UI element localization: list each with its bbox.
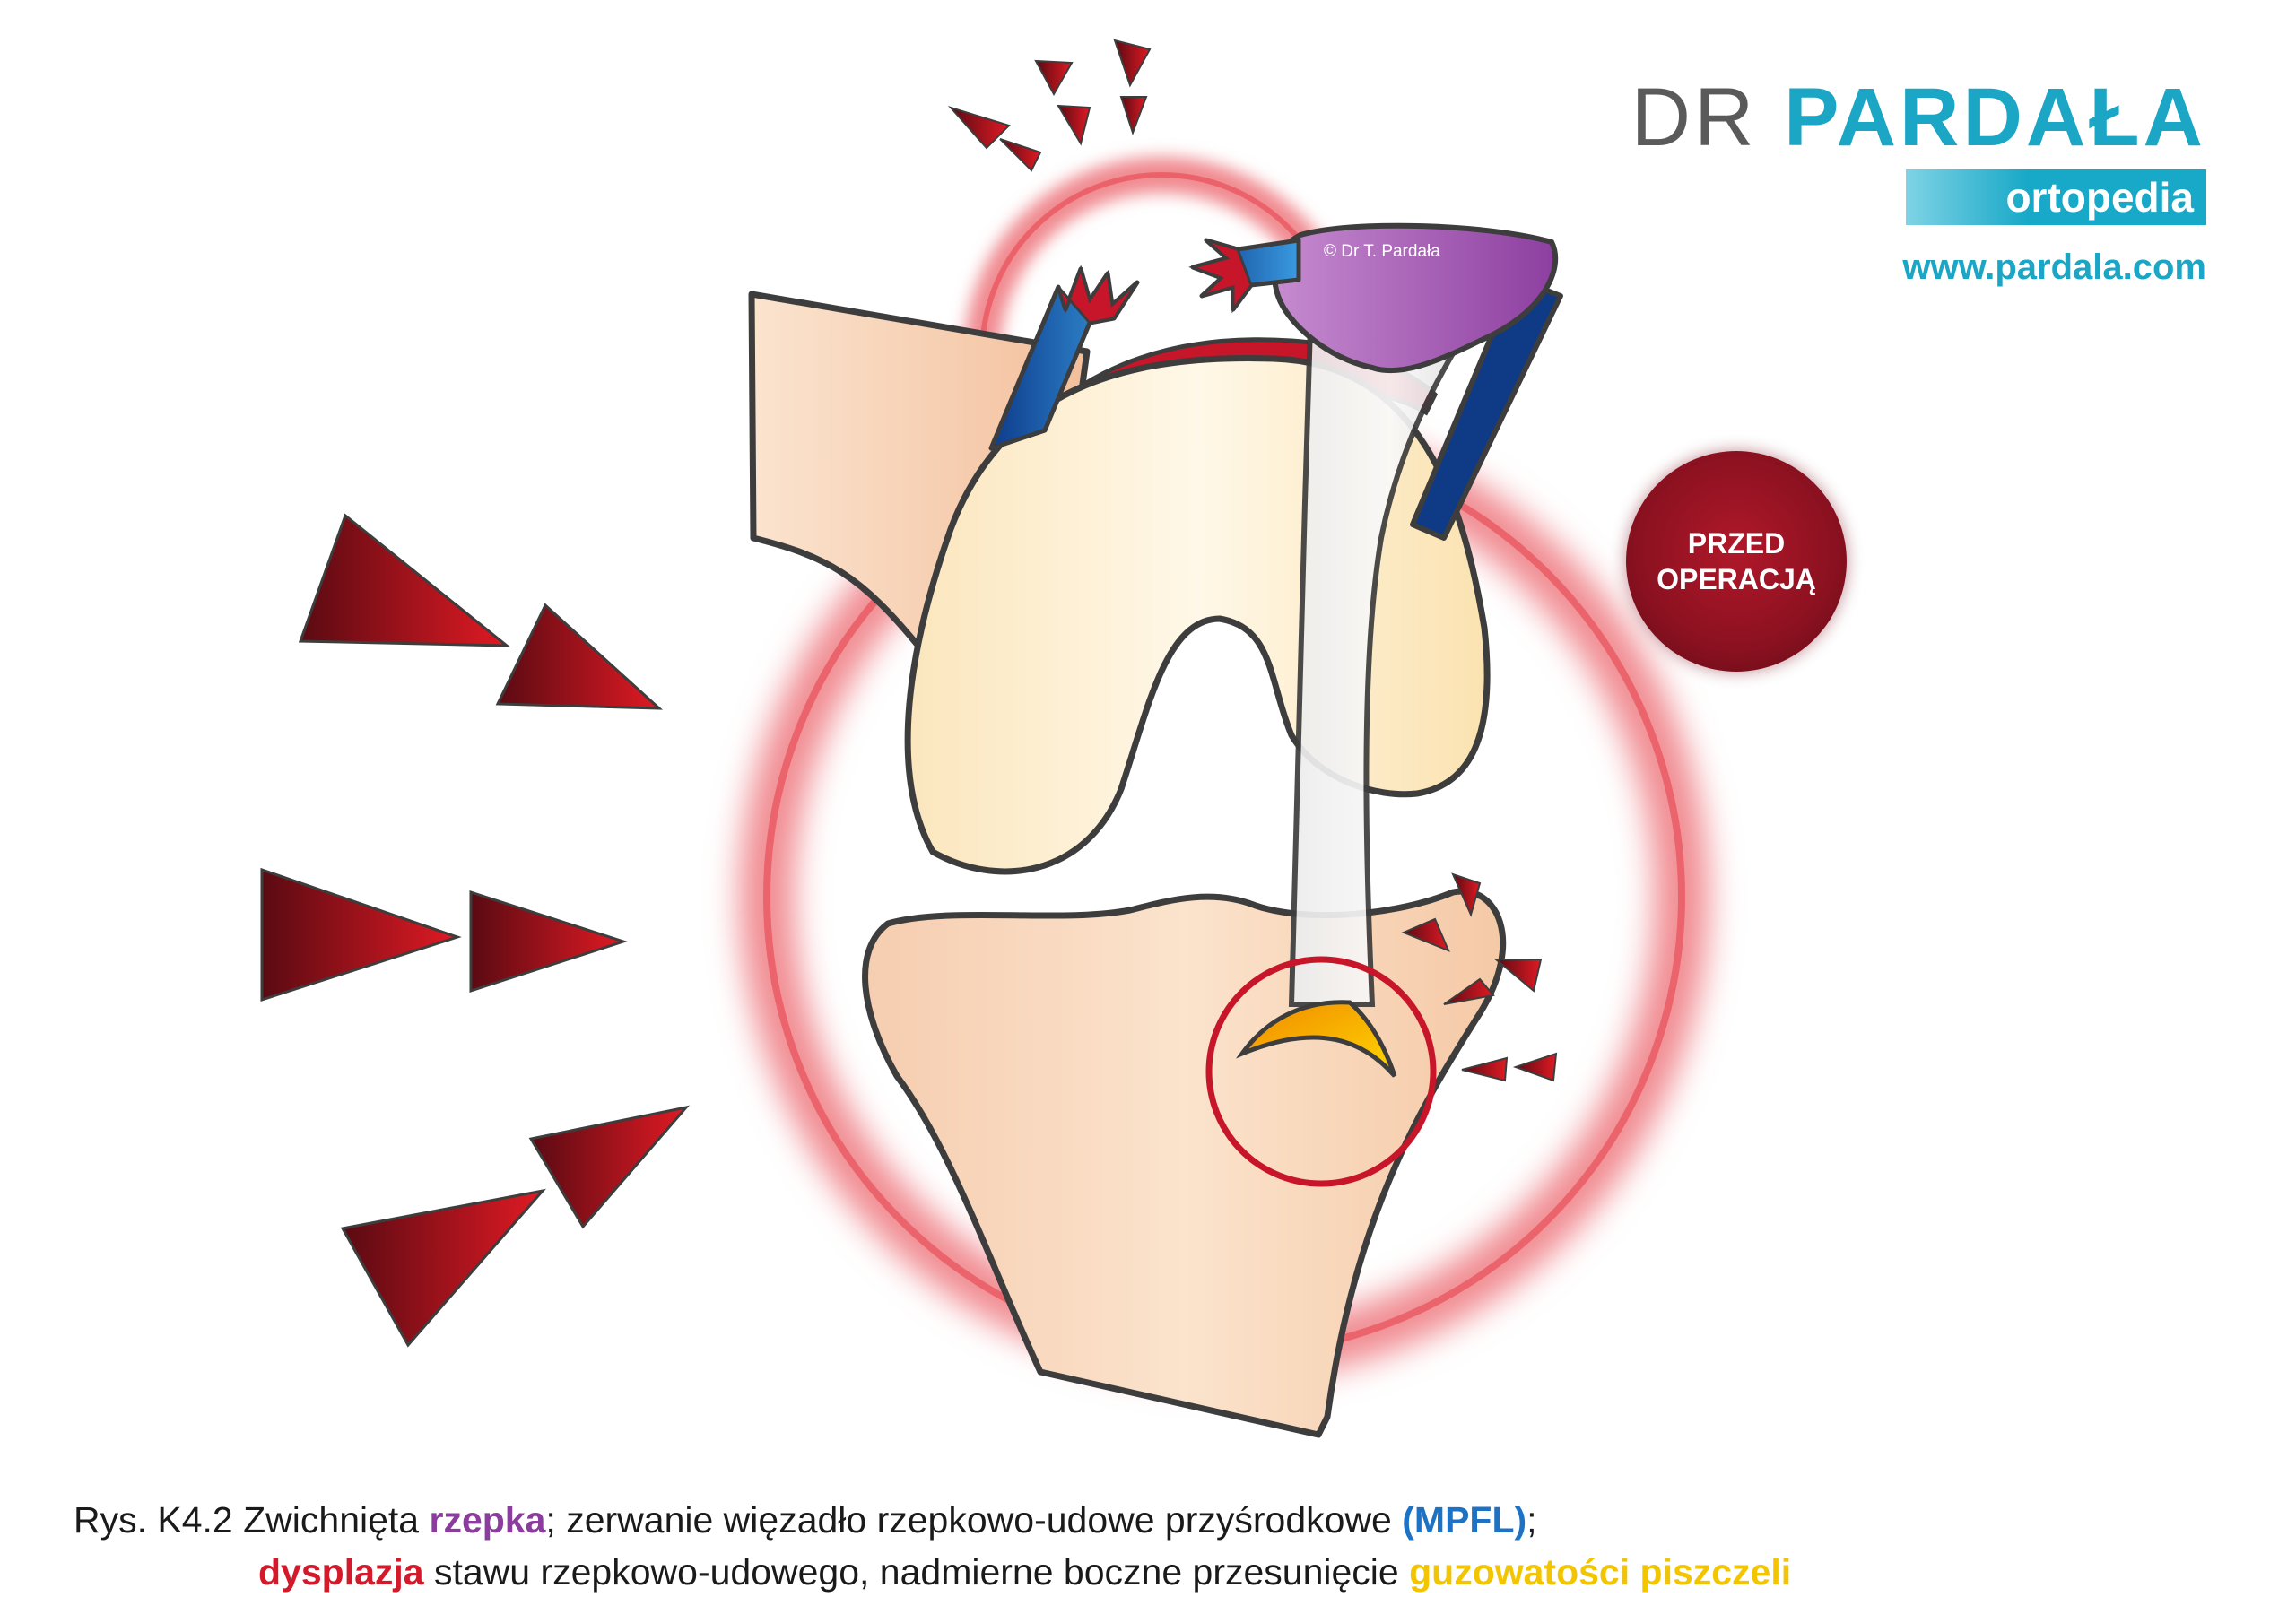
mpfl-rupture: [988, 238, 1301, 451]
force-arrow-icon: [340, 1188, 546, 1348]
badge-line-2: OPERACJĄ: [1657, 563, 1816, 595]
force-arrow-icon: [260, 867, 462, 1002]
caption-mpfl: (MPFL): [1402, 1499, 1527, 1541]
brand-tagline-bar: ortopedia: [1906, 169, 2206, 225]
before-surgery-badge: PRZED OPERACJĄ: [1626, 451, 1847, 672]
tuberosity-force-arrows: [1401, 872, 1558, 1082]
badge-line-1: PRZED: [1687, 527, 1786, 560]
caption-line-1: Rys. K4.2 Zwichnięta rzepka; zerwanie wi…: [74, 1494, 1791, 1546]
force-arrow-icon: [469, 890, 628, 994]
brand-pardala: PARDAŁA: [1784, 72, 2206, 163]
copyright-note: © Dr T. Pardała: [1324, 242, 1440, 261]
caption-dysplasia: dysplazja: [258, 1551, 424, 1593]
force-arrow-icon: [495, 603, 664, 710]
caption-patella: rzepka: [429, 1499, 546, 1541]
force-arrow-icon: [298, 513, 511, 647]
patella-force-arrows: [947, 39, 1152, 172]
patellar-tendon: [1288, 285, 1494, 1007]
caption-line-2: dysplazja stawu rzepkowo-udowego, nadmie…: [74, 1546, 1791, 1598]
brand-logo: DR PARDAŁA ortopedia www.pardala.com: [1631, 76, 2206, 288]
caption-middle-2: stawu rzepkowo-udowego, nadmierne boczne…: [423, 1551, 1410, 1593]
brand-tagline: ortopedia: [2005, 174, 2194, 221]
figure-caption: Rys. K4.2 Zwichnięta rzepka; zerwanie wi…: [74, 1494, 1791, 1598]
patella: [1272, 222, 1559, 374]
force-arrow-icon: [528, 1105, 691, 1229]
brand-name: DR PARDAŁA: [1631, 76, 2206, 159]
tibial-tuberosity: [1205, 956, 1437, 1187]
brand-url: www.pardala.com: [1902, 247, 2206, 287]
tibia: [862, 888, 1507, 1438]
caption-suffix: ;: [1526, 1499, 1537, 1541]
caption-middle-1: ; zerwanie więzadło rzepkowo-udowe przyś…: [545, 1499, 1403, 1541]
brand-dr: DR: [1631, 72, 1758, 163]
caption-prefix: Rys. K4.2 Zwichnięta: [74, 1499, 430, 1541]
caption-tuberosity: guzowatości piszczeli: [1409, 1551, 1792, 1593]
lateral-force-arrows: [260, 513, 691, 1348]
